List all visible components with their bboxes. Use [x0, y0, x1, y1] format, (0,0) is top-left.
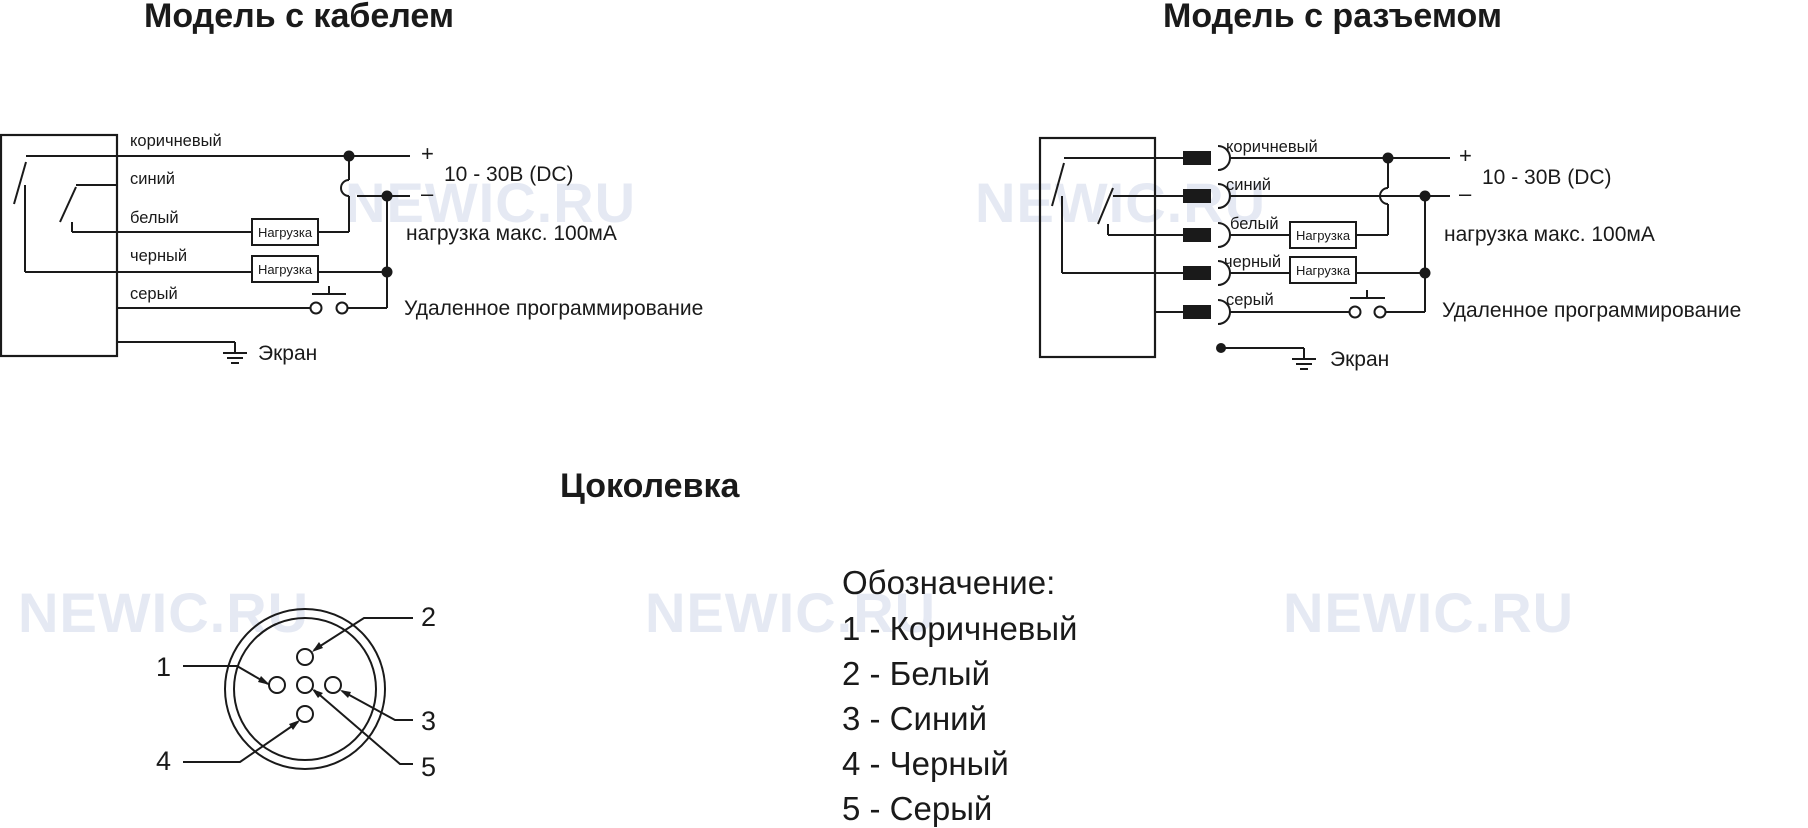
pinout-title: Цоколевка: [560, 467, 740, 505]
leader-arrow: [312, 642, 323, 652]
pin-number-4: 4: [156, 746, 171, 776]
connector-pin: [1183, 228, 1211, 242]
supply-voltage: 10 - 30В (DC): [444, 163, 574, 186]
plus-sign: +: [421, 141, 434, 166]
legend-item: 5 - Серый: [842, 790, 992, 827]
button-terminal: [335, 301, 349, 315]
sensor-body: [1038, 136, 1157, 359]
cable-model-schematic: коричневый синий белый черный серый Нагр…: [0, 132, 703, 365]
legend-item: 1 - Коричневый: [842, 610, 1078, 647]
wire-label-brown: коричневый: [130, 132, 222, 150]
shield-label: Экран: [1330, 348, 1389, 371]
max-load: нагрузка макс. 100мА: [406, 222, 617, 245]
sensor-body: [0, 133, 119, 358]
button-terminal: [309, 301, 323, 315]
button-terminal: [1373, 305, 1387, 319]
legend-item: 3 - Синий: [842, 700, 987, 737]
load-label: Нагрузка: [1296, 263, 1351, 278]
connector-outer-ring: [224, 608, 386, 770]
load-label: Нагрузка: [258, 225, 313, 240]
leader-arrow: [340, 690, 351, 698]
connector-model-title: Модель с разъемом: [1163, 0, 1502, 35]
wire-label-black: черный: [130, 247, 187, 265]
minus-sign: –: [1459, 181, 1472, 206]
wire-label-white: белый: [1230, 215, 1279, 233]
leader-line-5: [313, 689, 413, 765]
crossover-hop: [340, 179, 350, 197]
watermark: NEWIC.RU: [18, 581, 309, 644]
connector-pin: [1183, 189, 1211, 203]
legend-item: 4 - Черный: [842, 745, 1009, 782]
load-box: [1289, 256, 1357, 284]
wire-label-gray: серый: [130, 285, 178, 303]
leader-arrow: [312, 689, 323, 698]
pin-2: [296, 648, 314, 666]
shield-label: Экран: [258, 342, 317, 365]
leader-line-4: [183, 721, 299, 763]
leader-line-1: [183, 665, 269, 685]
pin-3: [324, 676, 342, 694]
load-label: Нагрузка: [1296, 228, 1351, 243]
connector-pin: [1183, 151, 1211, 165]
pin-number-1: 1: [156, 652, 171, 682]
pin-4: [296, 705, 314, 723]
junction-dot: [1419, 267, 1431, 279]
watermark: NEWIC.RU: [645, 581, 936, 644]
switch-contact: [1051, 162, 1065, 207]
max-load: нагрузка макс. 100мА: [1444, 223, 1655, 246]
junction-dot: [381, 266, 393, 278]
legend-title: Обозначение:: [842, 564, 1055, 601]
leader-arrow: [258, 676, 270, 685]
connector-model-schematic: коричневый синий белый черный серый Нагр…: [1038, 136, 1741, 371]
switch-contact: [1097, 187, 1114, 225]
remote-programming: Удаленное программирование: [1442, 299, 1741, 322]
connector-pin: [1183, 305, 1211, 319]
pinout-legend: Обозначение: 1 - Коричневый 2 - Белый 3 …: [842, 564, 1078, 827]
wire-label-blue: синий: [130, 170, 175, 188]
pin-number-5: 5: [421, 752, 436, 782]
plus-sign: +: [1459, 143, 1472, 168]
pin-number-2: 2: [421, 602, 436, 632]
load-box: [251, 218, 319, 246]
pin-5: [296, 676, 314, 694]
switch-contact: [13, 161, 27, 205]
watermark: NEWIC.RU: [1283, 581, 1574, 644]
switch-contact: [59, 186, 77, 223]
supply-voltage: 10 - 30В (DC): [1482, 166, 1612, 189]
connector-inner-ring: [233, 617, 377, 761]
leader-line-2: [313, 617, 413, 651]
watermarks: NEWIC.RU NEWIC.RU NEWIC.RU NEWIC.RU NEWI…: [18, 171, 1574, 644]
wire-label-blue: синий: [1226, 176, 1271, 194]
wire-label-brown: коричневый: [1226, 138, 1318, 156]
leader-arrow: [289, 720, 300, 730]
connector-pin: [1183, 266, 1211, 280]
minus-sign: –: [421, 181, 434, 206]
leader-line-3: [341, 690, 413, 721]
connector-key: [257, 623, 277, 637]
load-box: [251, 255, 319, 283]
watermark: NEWIC.RU: [975, 171, 1266, 234]
cable-model-title: Модель с кабелем: [144, 0, 454, 35]
wire-label-white: белый: [130, 209, 179, 227]
load-box: [1289, 221, 1357, 249]
pin-number-3: 3: [421, 706, 436, 736]
legend-item: 2 - Белый: [842, 655, 990, 692]
wire-label-black: черный: [1224, 253, 1281, 271]
pin-1: [268, 676, 286, 694]
pinout-connector: 1 2 3 4 5: [156, 602, 436, 782]
load-label: Нагрузка: [258, 262, 313, 277]
remote-programming: Удаленное программирование: [404, 297, 703, 320]
button-terminal: [1348, 305, 1362, 319]
wire-label-gray: серый: [1226, 291, 1274, 309]
watermark: NEWIC.RU: [345, 171, 636, 234]
